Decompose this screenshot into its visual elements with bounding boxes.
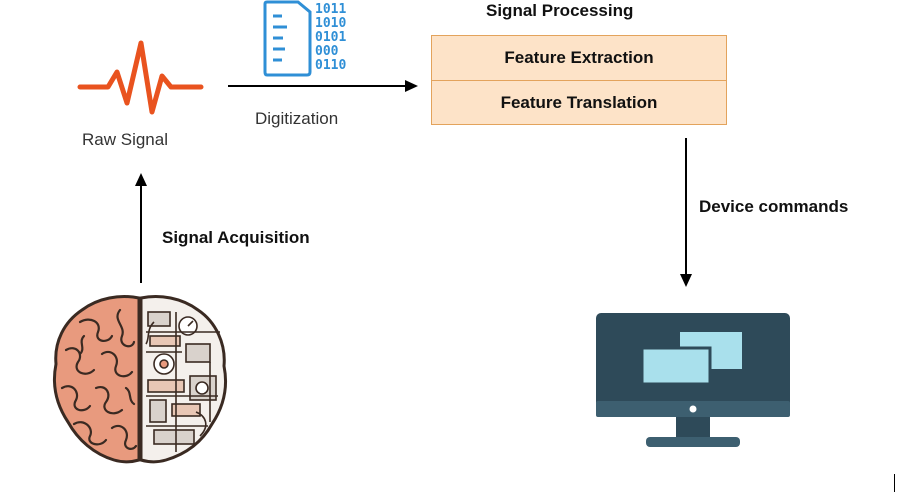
digitization-label: Digitization: [255, 109, 339, 128]
binary-line: 000: [315, 44, 339, 59]
text-cursor: [894, 474, 895, 492]
computer-monitor-icon: [596, 313, 790, 447]
binary-line: 1011: [315, 2, 346, 17]
binary-line: 1010: [315, 16, 346, 31]
signal-acquisition-label: Signal Acquisition: [162, 228, 310, 247]
signal-processing-title: Signal Processing: [486, 1, 634, 20]
binary-data-file-icon: 1011 1010 0101 000 0110: [263, 0, 346, 77]
signal-processing-box: Feature Extraction Feature Translation: [431, 35, 727, 125]
raw-signal-waveform-icon: [77, 40, 204, 115]
binary-line: 0110: [315, 58, 346, 73]
feature-extraction-step: Feature Extraction: [504, 48, 654, 67]
brain-circuit-icon: [53, 295, 227, 464]
binary-line: 0101: [315, 30, 346, 45]
raw-signal-label: Raw Signal: [82, 130, 168, 149]
feature-translation-step: Feature Translation: [432, 80, 726, 125]
device-commands-label: Device commands: [699, 197, 849, 216]
